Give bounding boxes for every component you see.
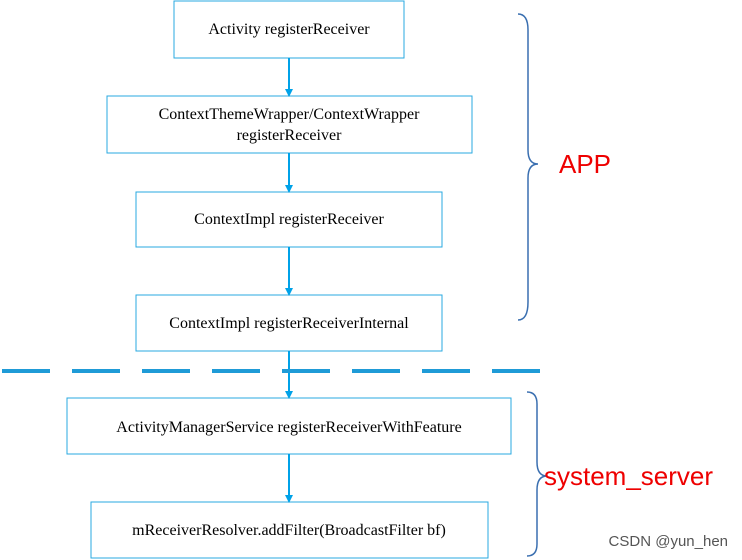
box-label: ActivityManagerService registerReceiverW… [116, 419, 461, 436]
box-label-line1: ContextThemeWrapper/ContextWrapper [159, 106, 421, 123]
box-context-impl-register-receiver-internal: ContextImpl registerReceiverInternal [135, 294, 443, 352]
box-activity-manager-service-register: ActivityManagerService registerReceiverW… [66, 397, 512, 455]
box-label-line2: registerReceiver [237, 127, 343, 144]
box-receiver-resolver-add-filter: mReceiverResolver.addFilter(BroadcastFil… [90, 501, 489, 559]
box-context-wrapper-register-receiver: ContextThemeWrapper/ContextWrapper regis… [106, 95, 473, 154]
box-label: ContextImpl registerReceiverInternal [169, 315, 409, 332]
box-activity-register-receiver: Activity registerReceiver [173, 0, 405, 59]
box-context-impl-register-receiver: ContextImpl registerReceiver [135, 191, 443, 248]
box-label: mReceiverResolver.addFilter(BroadcastFil… [132, 522, 446, 539]
system-server-region-brace [526, 391, 548, 557]
app-region-brace [517, 13, 539, 321]
box-label: ContextImpl registerReceiver [194, 211, 384, 228]
app-region-label: APP [559, 149, 611, 179]
box-label: Activity registerReceiver [208, 21, 370, 38]
system-server-region-label: system_server [544, 461, 713, 491]
watermark-text: CSDN @yun_hen [609, 533, 728, 550]
